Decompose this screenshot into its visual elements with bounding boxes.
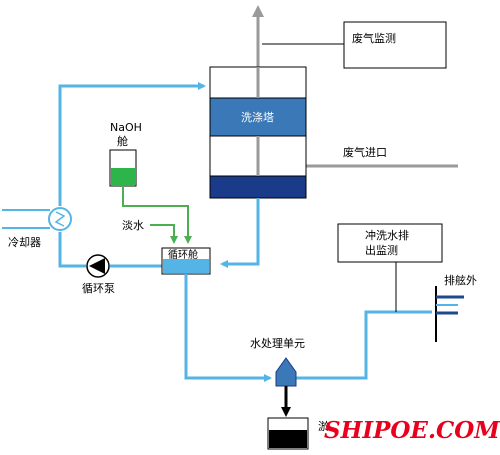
sludge-label: 淤 — [318, 420, 329, 433]
tower-base-section — [209, 175, 307, 199]
scrubber-tower-label: 洗涤塔 — [241, 110, 274, 124]
exhaust-inlet-label: 废气进口 — [343, 145, 387, 159]
water-treatment-label: 水处理单元 — [250, 337, 305, 350]
circ-tank-fill — [163, 259, 209, 273]
wash-monitor-label-line1: 冲洗水排 — [365, 228, 409, 242]
wash-water-monitor: 冲洗水排 出监测 — [337, 223, 443, 312]
exhaust-monitor: 废气监测 — [262, 21, 447, 69]
naoh-tank: NaOH 舱 — [109, 121, 192, 244]
watermark-text: SHIPOE.COM — [324, 417, 500, 444]
treatment-line — [184, 274, 432, 382]
circulation-pump: 循环泵 — [82, 254, 115, 295]
overboard-discharge: 排舷外 — [435, 273, 477, 342]
circulation-loop — [58, 82, 260, 268]
fresh-water-feed: 淡水 — [122, 219, 178, 244]
water-treatment-unit: 水处理单元 — [250, 337, 305, 417]
exhaust-monitor-label: 废气监测 — [352, 31, 396, 45]
sludge-tank: 淤 — [267, 417, 329, 450]
fresh-water-label: 淡水 — [122, 219, 144, 232]
circ-tank-label: 循环舱 — [168, 248, 198, 261]
circulation-tank: 循环舱 — [161, 247, 211, 275]
sludge-tank-fill — [269, 430, 307, 448]
treatment-to-overboard-pipe — [296, 310, 432, 380]
overboard-label: 排舷外 — [444, 273, 477, 287]
pump-to-cooler-pipe — [58, 232, 86, 268]
exhaust-monitor-box — [343, 21, 447, 69]
treatment-unit-icon — [275, 357, 297, 387]
naoh-tank-fill — [111, 168, 135, 185]
pump-icon — [89, 258, 105, 274]
tank-to-treatment-pipe — [184, 274, 272, 382]
cooler-to-tower-pipe — [58, 82, 206, 206]
scrubber-tower: 洗涤塔 — [209, 66, 307, 199]
cooler: 冷却器 — [2, 207, 72, 249]
naoh-label-line1: NaOH — [110, 121, 142, 134]
wash-monitor-label-line2: 出监测 — [365, 243, 398, 257]
circ-pump-label: 循环泵 — [82, 282, 115, 295]
naoh-feed-pipe — [122, 186, 192, 244]
wash-monitor-box — [337, 223, 443, 263]
fresh-water-pipe — [150, 224, 178, 244]
naoh-label-line2: 舱 — [117, 134, 128, 148]
cooler-label: 冷却器 — [8, 236, 41, 249]
cooler-coil — [54, 211, 66, 227]
tower-drain-pipe — [220, 198, 260, 268]
